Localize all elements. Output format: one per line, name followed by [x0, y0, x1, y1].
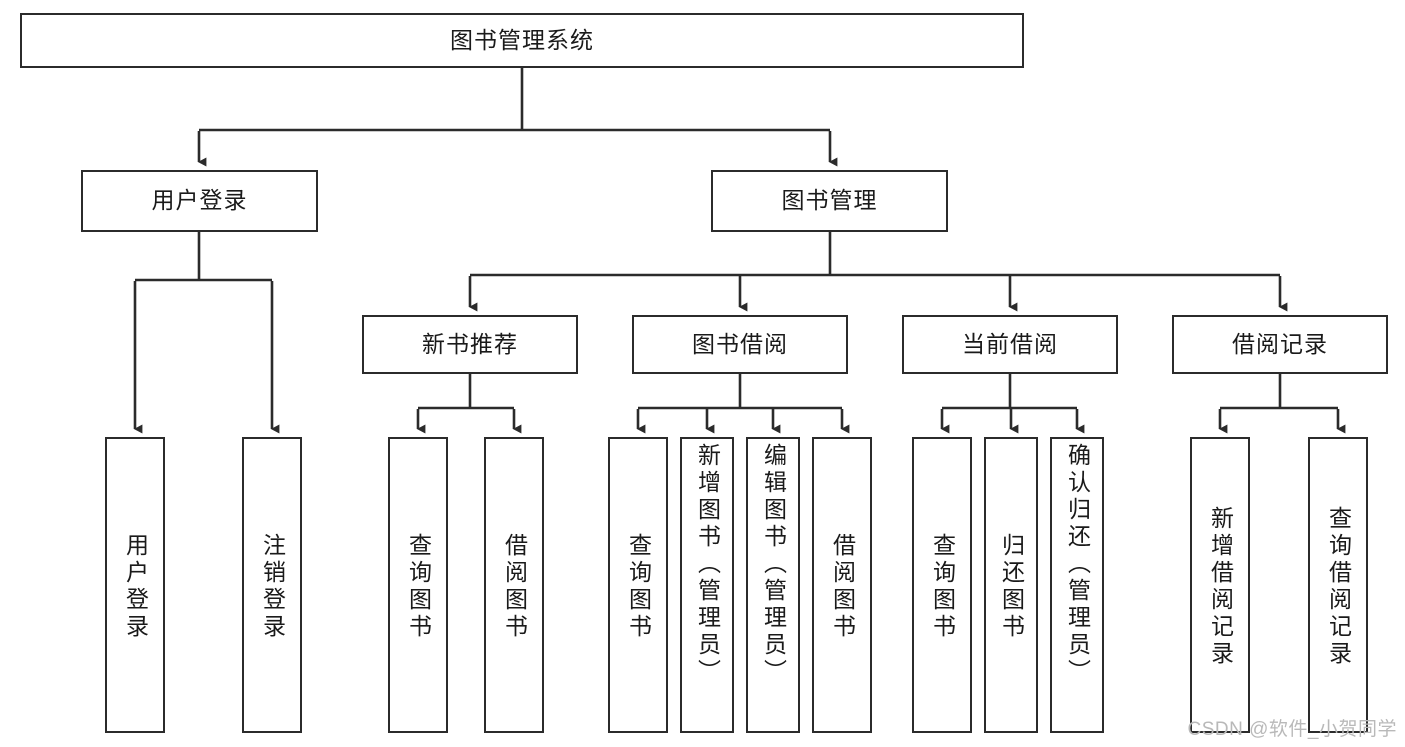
- leaf-edit-book-label: 编辑图书（管理员）: [760, 443, 787, 686]
- node-user-login-label: 用户登录: [151, 187, 248, 214]
- leaf-return-book[interactable]: 归还图书: [984, 437, 1038, 733]
- leaf-add-record[interactable]: 新增借阅记录: [1190, 437, 1250, 733]
- node-new-book-recommend[interactable]: 新书推荐: [362, 315, 578, 374]
- node-root-label: 图书管理系统: [450, 26, 594, 53]
- node-root[interactable]: 图书管理系统: [20, 13, 1024, 68]
- node-borrow-record-label: 借阅记录: [1232, 330, 1328, 357]
- leaf-add-book[interactable]: 新增图书（管理员）: [680, 437, 734, 733]
- leaf-query-book-br[interactable]: 查询图书: [608, 437, 668, 733]
- leaf-add-record-label: 新增借阅记录: [1207, 506, 1234, 668]
- leaf-logout[interactable]: 注销登录: [242, 437, 302, 733]
- node-book-borrow-label: 图书借阅: [692, 330, 788, 357]
- node-user-login[interactable]: 用户登录: [81, 170, 318, 232]
- leaf-query-book-cb[interactable]: 查询图书: [912, 437, 972, 733]
- leaf-borrow-book-br-label: 借阅图书: [829, 533, 856, 641]
- leaf-edit-book[interactable]: 编辑图书（管理员）: [746, 437, 800, 733]
- leaf-return-book-label: 归还图书: [998, 533, 1025, 641]
- leaf-add-book-label: 新增图书（管理员）: [694, 443, 721, 686]
- node-current-borrow-label: 当前借阅: [962, 330, 1058, 357]
- leaf-query-record[interactable]: 查询借阅记录: [1308, 437, 1368, 733]
- node-book-borrow[interactable]: 图书借阅: [632, 315, 848, 374]
- node-book-management[interactable]: 图书管理: [711, 170, 948, 232]
- leaf-logout-label: 注销登录: [259, 533, 286, 641]
- leaf-query-record-label: 查询借阅记录: [1325, 506, 1352, 668]
- leaf-user-login[interactable]: 用户登录: [105, 437, 165, 733]
- leaf-query-book-rec-label: 查询图书: [405, 533, 432, 641]
- node-new-book-recommend-label: 新书推荐: [422, 330, 518, 357]
- leaf-query-book-cb-label: 查询图书: [929, 533, 956, 641]
- leaf-query-book-rec[interactable]: 查询图书: [388, 437, 448, 733]
- leaf-confirm-return[interactable]: 确认归还（管理员）: [1050, 437, 1104, 733]
- node-borrow-record[interactable]: 借阅记录: [1172, 315, 1388, 374]
- leaf-confirm-return-label: 确认归还（管理员）: [1064, 443, 1091, 686]
- leaf-borrow-book-br[interactable]: 借阅图书: [812, 437, 872, 733]
- leaf-query-book-br-label: 查询图书: [625, 533, 652, 641]
- csdn-watermark: CSDN @软件_小贺同学: [1187, 719, 1397, 740]
- node-book-management-label: 图书管理: [781, 187, 878, 214]
- leaf-borrow-book-rec-label: 借阅图书: [501, 533, 528, 641]
- leaf-borrow-book-rec[interactable]: 借阅图书: [484, 437, 544, 733]
- node-current-borrow[interactable]: 当前借阅: [902, 315, 1118, 374]
- leaf-user-login-label: 用户登录: [122, 533, 149, 641]
